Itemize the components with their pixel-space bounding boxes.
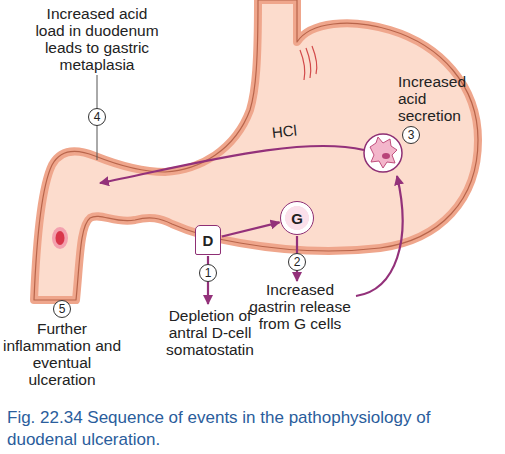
parietal-cell-nucleus: [382, 153, 390, 159]
process-arrows: [100, 146, 403, 304]
annotation-text: Increased acid load in duodenum leads to…: [33, 5, 161, 73]
callout-number: 3: [402, 126, 420, 144]
fold-line: [306, 48, 311, 78]
node-text: 5: [59, 303, 66, 315]
parietal-cell-outline: [364, 134, 402, 172]
callout-number: 2: [288, 253, 306, 271]
d-cell: D: [195, 225, 221, 255]
stomach-wall: [34, 0, 478, 300]
fold-line: [312, 46, 317, 74]
node-text: 2: [294, 256, 301, 268]
callout-number: 4: [88, 108, 106, 126]
parietal-cell: [364, 134, 402, 172]
parietal-cell-body: [370, 137, 397, 168]
annotation-text: Further inflammation and eventual ulcera…: [0, 320, 124, 388]
callout-number: 1: [199, 264, 217, 282]
annotation-text: Increased acid secretion: [398, 73, 484, 124]
figure-caption: Fig. 22.34 Sequence of events in the pat…: [7, 407, 487, 451]
acid-flow-arrow: [100, 146, 364, 183]
node-text: 4: [94, 111, 101, 123]
node-text: 1: [205, 267, 212, 279]
gastric-folds: [300, 46, 317, 80]
ulcer: [56, 231, 65, 245]
ulcer-halo: [52, 227, 68, 249]
gastrin-to-parietal-arrow: [356, 176, 403, 296]
acid-label: HCl: [271, 121, 298, 141]
stomach-outline: [34, 0, 478, 300]
annotation-text: Increased gastrin release from G cells: [245, 281, 355, 332]
fold-line: [300, 50, 305, 80]
annotation-text: Depletion of antral D-cell somatostatin: [155, 307, 265, 358]
node-text: D: [203, 233, 214, 248]
g-cell: G: [280, 201, 314, 235]
node-text: G: [291, 211, 303, 226]
callout-number: 5: [53, 300, 71, 318]
node-text: 3: [408, 129, 415, 141]
process-arrow: [222, 222, 280, 236]
